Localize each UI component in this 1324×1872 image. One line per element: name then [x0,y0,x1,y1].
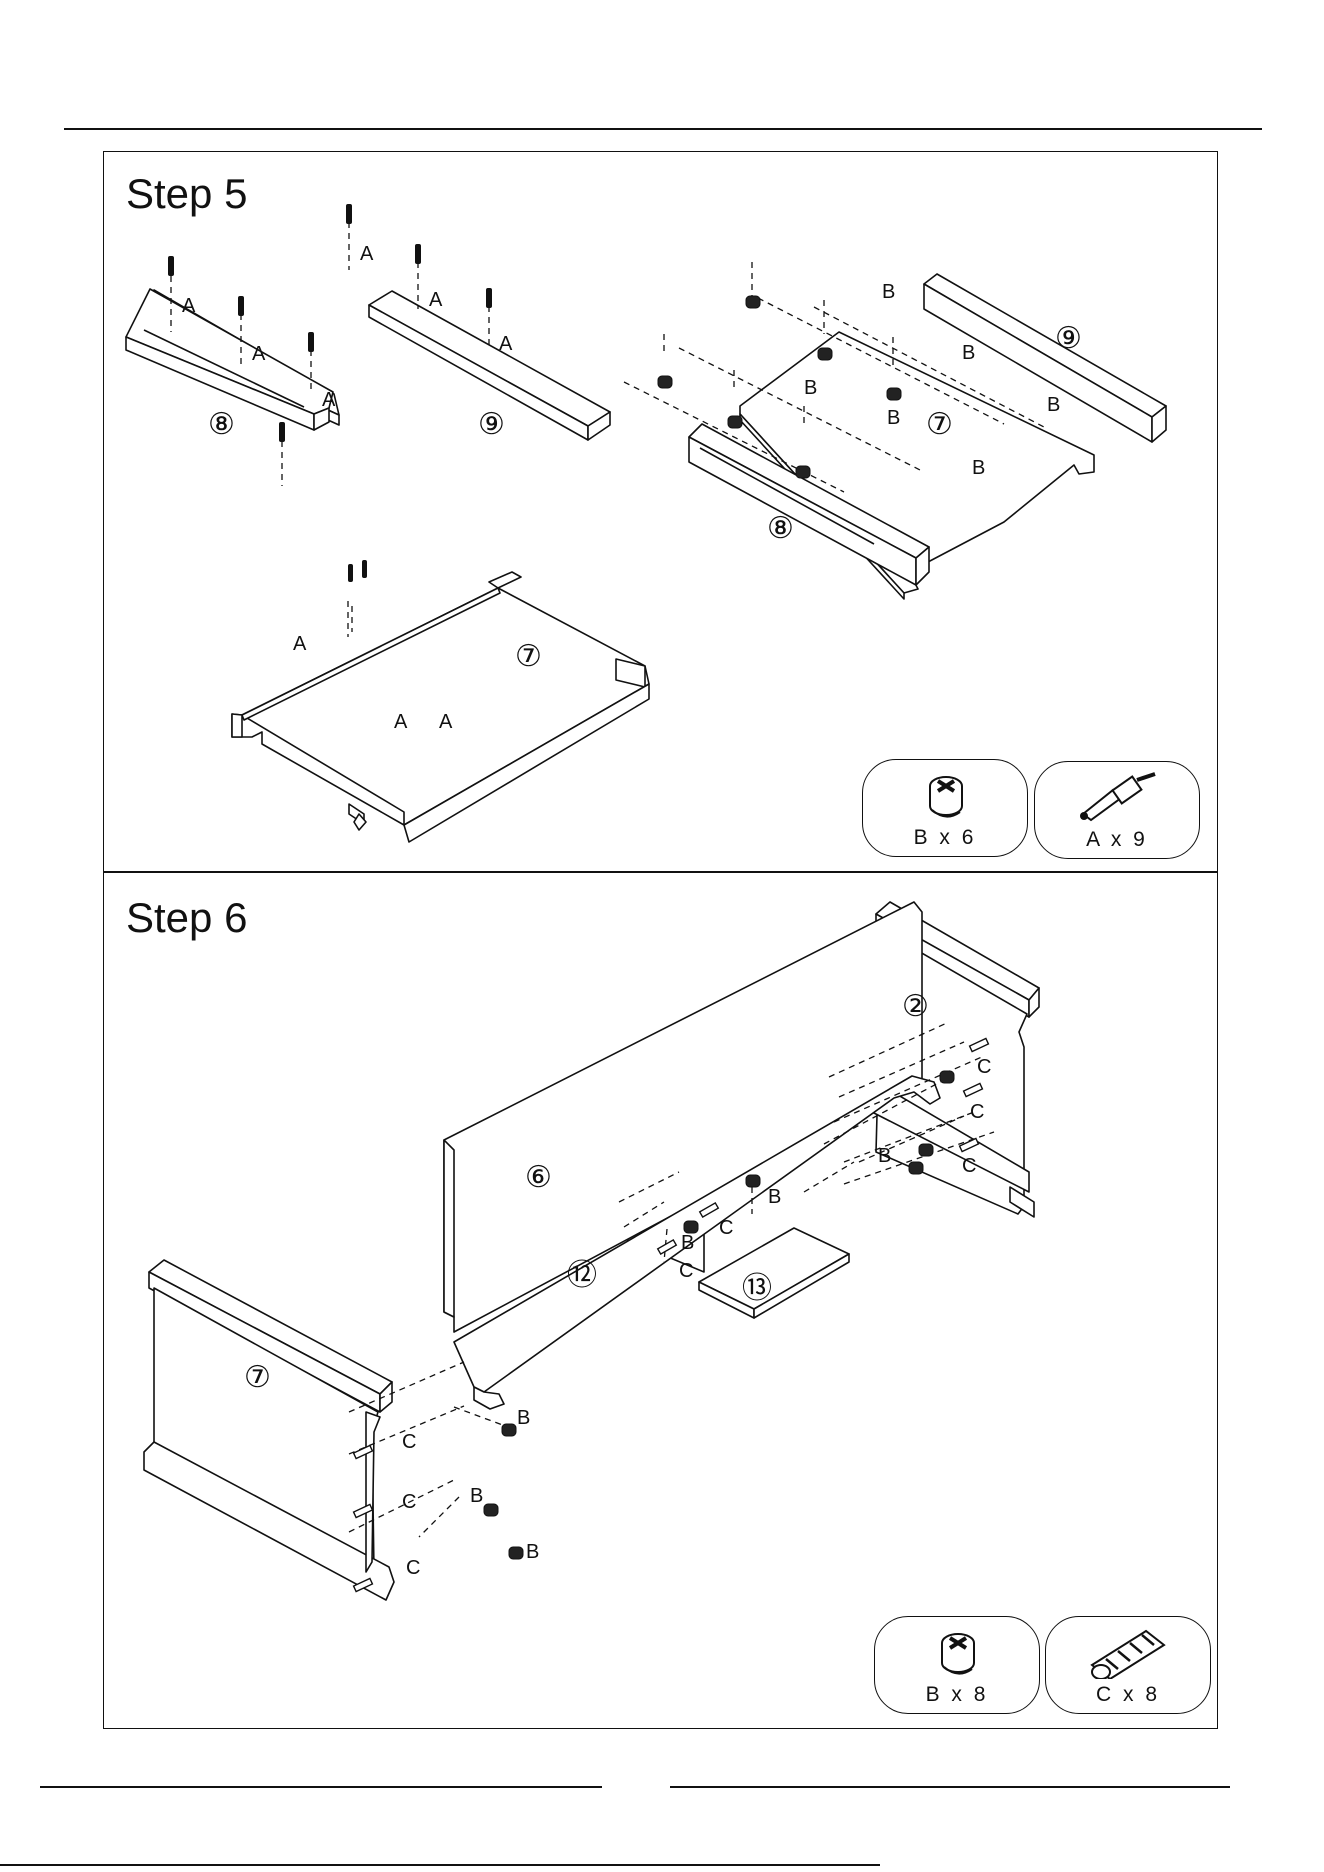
callout-c: C [962,1155,976,1177]
legend-label: B x 6 [863,826,1027,850]
callout-b: B [804,377,817,399]
callout-c: C [970,1101,984,1123]
center-support-13 [699,1228,849,1318]
step-6-diagram: C C C B B C B C B B B C C C ② ⑥ ⑫ ⑬ ⑦ [104,872,1216,1728]
callout-b: B [470,1485,483,1507]
part-number-8: ⑧ [208,408,235,441]
part-number-7: ⑦ [926,408,953,441]
part-number-7: ⑦ [244,1361,271,1394]
callout-a: A [394,711,408,733]
callout-c: C [402,1431,416,1453]
legend-label: B x 8 [875,1683,1039,1707]
part-number-8: ⑧ [767,512,794,545]
callout-b: B [681,1232,694,1254]
legend-b-step5: B x 6 [862,759,1028,857]
callout-b: B [962,342,975,364]
callout-c: C [402,1491,416,1513]
cam-lock-icon [916,772,976,828]
callout-b: B [972,457,985,479]
callout-a: A [252,343,266,365]
callout-a: A [499,333,513,355]
top-rule [64,128,1262,130]
side-panel-7 [144,1260,394,1600]
bottom-rule-right [670,1786,1230,1788]
callout-b: B [526,1541,539,1563]
step-5-panel: Step 5 [103,151,1218,873]
callout-c: C [977,1056,991,1078]
part-number-9: ⑨ [478,408,505,441]
callout-c: C [719,1217,733,1239]
legend-a-step5: A x 9 [1034,761,1200,859]
part-number-12: ⑫ [567,1259,597,1292]
legend-b-step6: B x 8 [874,1616,1040,1714]
callout-b: B [517,1407,530,1429]
step-5-diagram: A A A A A A A A A B B B B B B ⑧ ⑨ ⑨ ⑦ ⑧ … [104,152,1216,872]
part-number-9: ⑨ [1055,322,1082,355]
callout-a: A [322,389,336,411]
callout-b: B [1047,394,1060,416]
part-number-7: ⑦ [515,640,542,673]
cam-lock-icon [928,1629,988,1685]
cam-bolt-icon [1073,772,1163,822]
bottom-rule-left [40,1786,602,1788]
callout-b: B [768,1186,781,1208]
callout-a: A [182,295,196,317]
assembled-base-frame [232,572,649,842]
callout-b: B [878,1145,891,1167]
callout-c: C [679,1260,693,1282]
step-6-panel: Step 6 [103,871,1218,1729]
callout-a: A [293,633,307,655]
callout-a: A [429,289,443,311]
callout-b: B [882,281,895,303]
callout-a: A [439,711,453,733]
wooden-dowel-icon [1084,1625,1174,1679]
part-number-13: ⑬ [742,1272,772,1305]
legend-label: A x 9 [1035,828,1199,852]
callout-a: A [360,243,374,265]
callout-c: C [406,1557,420,1579]
callout-b: B [887,407,900,429]
legend-label: C x 8 [1046,1683,1210,1707]
footer-rule [0,1864,880,1866]
legend-c-step6: C x 8 [1045,1616,1211,1714]
part-number-6: ⑥ [525,1161,552,1194]
part-number-2: ② [902,990,929,1023]
